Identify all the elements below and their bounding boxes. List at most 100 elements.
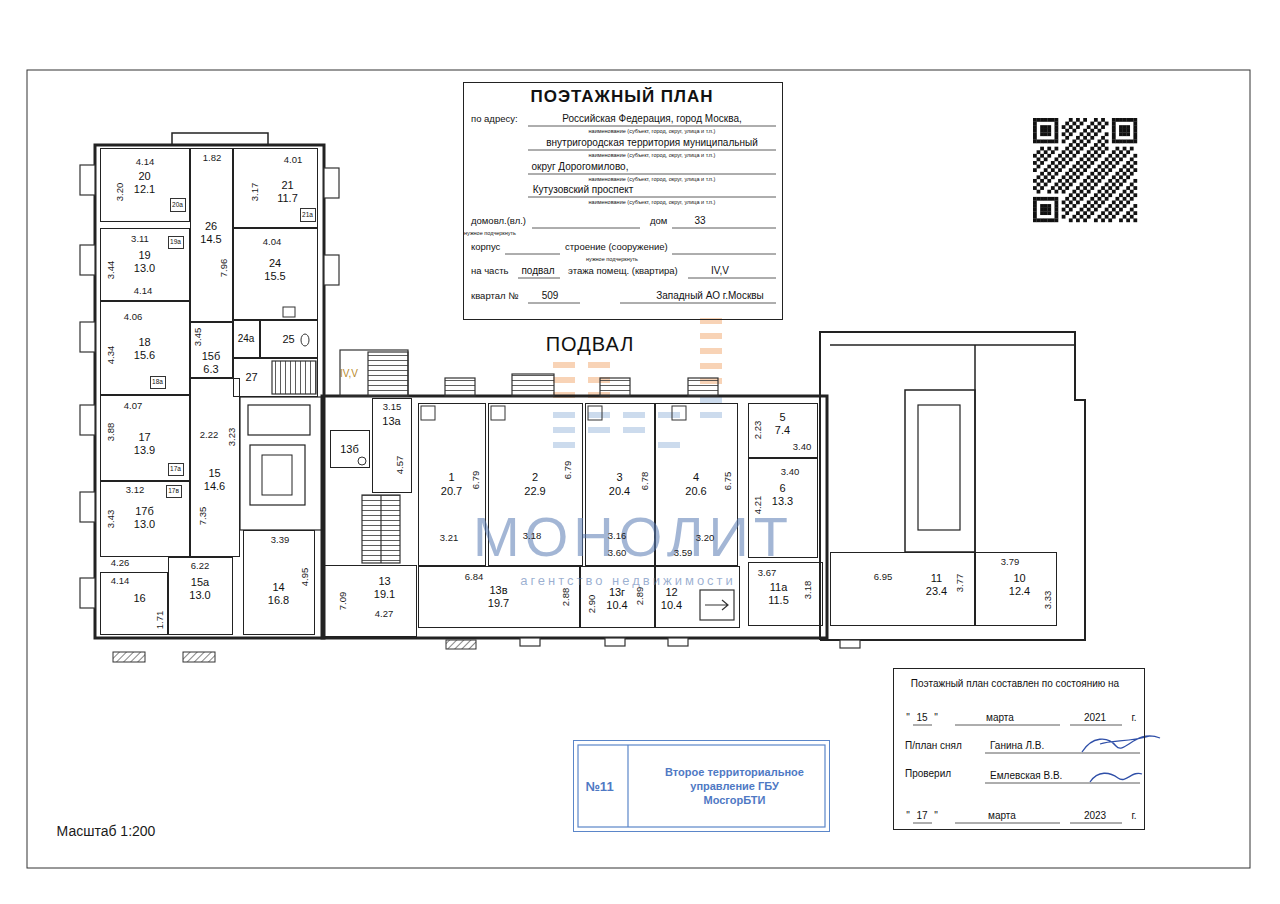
qr-code	[1076, 175, 1080, 179]
dimension-label: 1.71	[155, 611, 165, 630]
room-number: 4	[693, 471, 699, 484]
dimension-label: 2.22	[200, 430, 219, 440]
qr-code	[1126, 150, 1130, 154]
qr-code	[1065, 154, 1069, 158]
qr-code	[1083, 211, 1087, 215]
qr-code	[1040, 154, 1044, 158]
qr-code	[1055, 215, 1059, 219]
dimension-label: 7.09	[338, 592, 348, 611]
qr-code	[1112, 122, 1116, 126]
qr-code	[1098, 179, 1102, 183]
qr-code	[1076, 186, 1080, 190]
qr-code	[1069, 175, 1073, 179]
qr-code	[1033, 168, 1037, 172]
room-number: 13а	[382, 414, 400, 427]
form-text: домовл.(вл.)	[471, 216, 526, 227]
qr-code	[1044, 168, 1048, 172]
qr-code	[1062, 125, 1066, 129]
form-text: наименование (субъект, город, округ, ули…	[589, 199, 716, 205]
qr-code	[1123, 179, 1127, 183]
form-underline	[1070, 725, 1122, 726]
qr-code	[1040, 118, 1044, 122]
qr-code	[1090, 172, 1094, 176]
qr-code	[1058, 154, 1062, 158]
qr-code	[1033, 161, 1037, 165]
window	[605, 638, 625, 646]
form-text: "	[934, 712, 938, 724]
qr-code	[1051, 168, 1055, 172]
qr-code	[1123, 125, 1127, 129]
room-number: 25	[282, 332, 294, 345]
qr-code	[1069, 168, 1073, 172]
dimension-label: 3.79	[1001, 557, 1020, 567]
form-text: квартал №	[471, 291, 518, 302]
qr-code	[1090, 147, 1094, 151]
light-well	[512, 374, 554, 396]
room-number: 15а	[191, 575, 209, 588]
dimension-label: 6.78	[640, 472, 650, 491]
qr-code	[1062, 140, 1066, 144]
qr-code	[1133, 132, 1137, 136]
qr-code	[1105, 215, 1109, 219]
qr-code	[1112, 208, 1116, 212]
qr-code	[1101, 125, 1105, 129]
qr-code	[1033, 197, 1037, 201]
room-area: 12.1	[134, 183, 155, 196]
qr-code	[1076, 143, 1080, 147]
qr-code	[1080, 132, 1084, 136]
stairs	[380, 495, 381, 563]
qr-code	[1098, 197, 1102, 201]
room-number: 18а	[152, 378, 163, 385]
qr-code	[1080, 183, 1084, 187]
qr-code	[1126, 168, 1130, 172]
qr-code	[1083, 118, 1087, 122]
room-area: 16.8	[268, 594, 289, 607]
stamp-frame	[578, 745, 825, 827]
room-box: 1514.6	[190, 378, 240, 557]
qr-code	[1040, 186, 1044, 190]
form-text: Западный АО г.Москвы	[656, 290, 764, 302]
qr-code	[1133, 125, 1137, 129]
qr-code	[1101, 136, 1105, 140]
form-underline	[518, 278, 560, 279]
qr-code	[1123, 190, 1127, 194]
form-text: нужное подчеркнуть	[586, 256, 638, 262]
form-text: нужное подчеркнуть	[464, 230, 516, 236]
qr-code	[1090, 211, 1094, 215]
room-area: 13.0	[134, 518, 155, 531]
watermark-logo	[658, 442, 680, 448]
qr-code	[1080, 157, 1084, 161]
qr-code	[1055, 183, 1059, 187]
qr-code	[1105, 140, 1109, 144]
dimension-label: 3.23	[227, 428, 237, 447]
qr-code	[1065, 204, 1069, 208]
room-number: 5	[779, 410, 785, 423]
dimension-label: 3.60	[608, 548, 627, 558]
room-area: 14.5	[200, 233, 221, 246]
qr-code	[1037, 175, 1041, 179]
qr-code	[1069, 118, 1073, 122]
qr-code	[1126, 193, 1130, 197]
qr-code	[1055, 132, 1059, 136]
qr-code	[1119, 132, 1123, 136]
qr-code	[1130, 140, 1134, 144]
qr-code	[1101, 193, 1105, 197]
qr-code	[1130, 208, 1134, 212]
form-text: г.	[1131, 810, 1136, 822]
qr-code	[1112, 215, 1116, 219]
qr-code	[1072, 147, 1076, 151]
qr-code	[1047, 118, 1051, 122]
dimension-label: 4.26	[111, 558, 130, 568]
window	[80, 322, 95, 352]
outer-walls	[240, 397, 324, 530]
qr-code	[1112, 183, 1116, 187]
form-underline	[532, 228, 640, 229]
room-area: 19.1	[374, 588, 395, 601]
room-number: 13б	[340, 442, 359, 455]
form-text: 17	[916, 810, 927, 822]
form-text: ПОЭТАЖНЫЙ ПЛАН	[530, 87, 713, 107]
dimension-label: 2.88	[561, 588, 571, 607]
qr-code	[1112, 140, 1116, 144]
dimension-label: 3.12	[126, 485, 145, 495]
stairs	[340, 350, 408, 396]
